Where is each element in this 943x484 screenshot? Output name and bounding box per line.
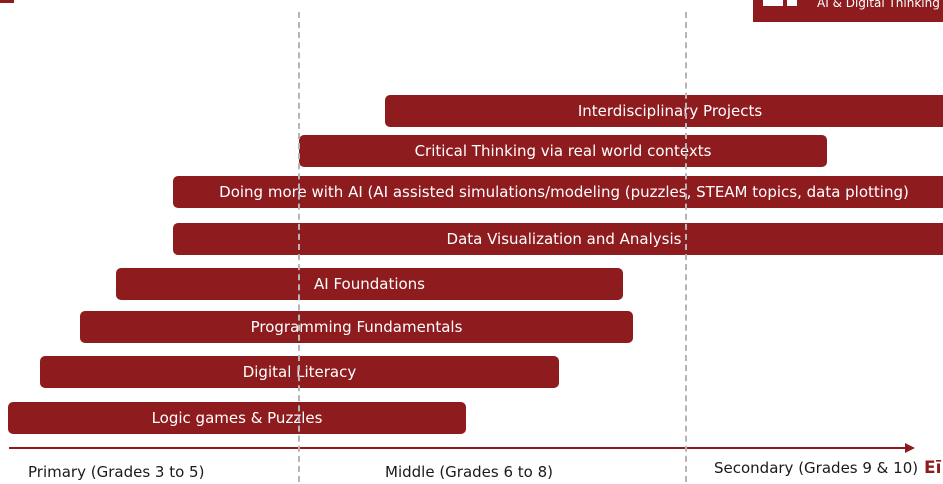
footer-logo: Eī — [924, 458, 942, 478]
bar-data-visualization: Data Visualization and Analysis — [173, 223, 943, 255]
header-badge: AI & Digital Thinking — [753, 0, 943, 22]
bar-label: Data Visualization and Analysis — [446, 230, 682, 248]
bar-label: AI Foundations — [314, 275, 425, 293]
bar-label: Programming Fundamentals — [250, 318, 463, 336]
stage-label-secondary: Secondary (Grades 9 & 10) — [714, 459, 919, 477]
bar-programming-fundamentals: Programming Fundamentals — [80, 311, 633, 343]
stage-label-primary: Primary (Grades 3 to 5) — [28, 463, 205, 481]
bar-ai-foundations: AI Foundations — [116, 268, 623, 300]
bar-doing-more-with-ai: Doing more with AI (AI assisted simulati… — [173, 176, 943, 208]
primary-middle-divider — [298, 12, 300, 482]
bar-critical-thinking: Critical Thinking via real world context… — [299, 135, 827, 167]
stage-label-middle: Middle (Grades 6 to 8) — [385, 463, 554, 481]
brand-logo — [763, 0, 801, 6]
bar-label: Logic games & Puzzles — [151, 409, 323, 427]
corner-accent — [0, 0, 14, 3]
bar-label: Doing more with AI (AI assisted simulati… — [219, 183, 909, 201]
grade-axis-line — [9, 447, 907, 449]
arrow-right-icon — [905, 443, 915, 453]
middle-secondary-divider — [685, 12, 687, 482]
bar-label: Critical Thinking via real world context… — [414, 142, 712, 160]
header-subtitle: AI & Digital Thinking — [817, 0, 940, 10]
bar-label: Interdisciplinary Projects — [577, 102, 763, 120]
bar-interdisciplinary-projects: Interdisciplinary Projects — [385, 95, 943, 127]
bar-logic-games-puzzles: Logic games & Puzzles — [8, 402, 466, 434]
